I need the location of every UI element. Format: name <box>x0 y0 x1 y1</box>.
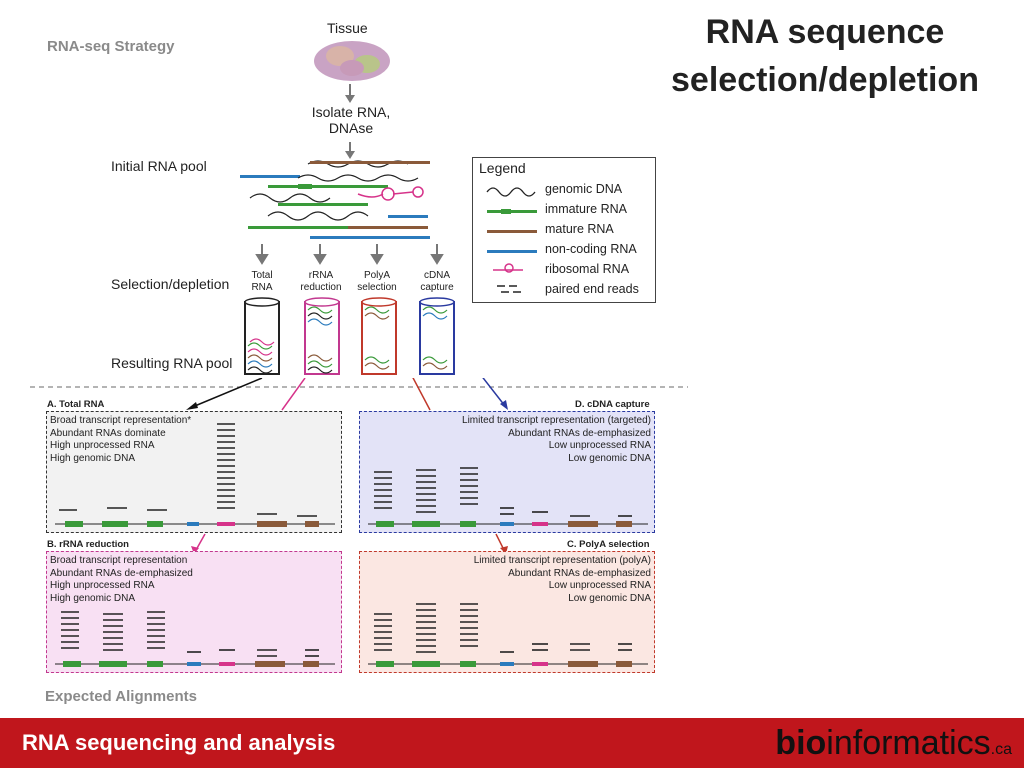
panel-b-heading: B. rRNA reduction <box>47 539 129 550</box>
legend-box: Legend genomic DNA immature RNA mature R… <box>472 157 656 303</box>
panel-line: Abundant RNAs dominate <box>50 427 166 439</box>
panel-c-polya-selection: Limited transcript representation (polyA… <box>359 551 655 673</box>
method-label-line2: capture <box>420 282 454 293</box>
method-polya-selection: PolyA selection <box>352 270 402 294</box>
panel-line: High genomic DNA <box>50 592 136 604</box>
connector-arrows <box>30 378 688 554</box>
footer-course-title: RNA sequencing and analysis <box>22 730 336 755</box>
method-label-line1: rRNA <box>308 270 334 281</box>
strategy-label: RNA-seq Strategy <box>47 38 175 55</box>
alignment-tracks <box>368 603 648 667</box>
panel-d-cdna-capture: Limited transcript representation (targe… <box>359 411 655 533</box>
panel-line: Low genomic DNA <box>568 452 651 464</box>
panel-b-text: Broad transcript representation Abundant… <box>50 555 193 605</box>
method-label-line2: reduction <box>300 282 342 293</box>
brand-tld: .ca <box>990 741 1012 758</box>
legend-title: Legend <box>479 160 526 176</box>
panel-line: Low genomic DNA <box>568 592 651 604</box>
footer-bar <box>0 718 1024 768</box>
initial-rna-pool-graphic <box>240 160 430 239</box>
legend-item: non-coding RNA <box>545 242 637 256</box>
isolate-label: Isolate RNA, DNAse <box>306 104 396 136</box>
panel-c-heading: C. PolyA selection <box>567 539 650 550</box>
panel-d-heading: D. cDNA capture <box>575 399 650 410</box>
method-label-line1: cDNA <box>423 270 451 281</box>
panel-line: Limited transcript representation (polyA… <box>473 555 651 566</box>
brand-logo: bioinformatics.ca <box>775 724 1012 763</box>
panel-line: Abundant RNAs de-emphasized <box>508 427 651 439</box>
alignment-tracks <box>55 423 335 527</box>
method-label-line2: RNA <box>251 282 273 293</box>
panel-line: Abundant RNAs de-emphasized <box>508 567 651 579</box>
legend-item: immature RNA <box>545 202 627 216</box>
selection-arrows <box>255 244 444 265</box>
legend-item: ribosomal RNA <box>545 262 630 276</box>
isolate-line-1: Isolate RNA, <box>311 104 391 120</box>
brand-informatics: informatics <box>826 724 991 762</box>
tubes-graphic <box>244 297 455 375</box>
legend-item: mature RNA <box>545 222 614 236</box>
panel-a-total-rna: Broad transcript representation* Abundan… <box>46 411 342 533</box>
title-line-1: RNA sequence <box>705 13 945 51</box>
panel-line: Limited transcript representation (targe… <box>462 415 651 426</box>
selection-depletion-label: Selection/depletion <box>111 276 230 292</box>
panel-line: High unprocessed RNA <box>50 440 155 451</box>
title-line-2: selection/depletion <box>671 61 979 99</box>
method-cdna-capture: cDNA capture <box>412 270 462 294</box>
panel-line: Low unprocessed RNA <box>548 580 651 591</box>
panel-c-text: Limited transcript representation (polyA… <box>474 555 651 605</box>
panel-a-text: Broad transcript representation* Abundan… <box>50 415 191 465</box>
panel-d-text: Limited transcript representation (targe… <box>462 415 651 465</box>
method-label-line2: selection <box>357 282 397 293</box>
resulting-pool-label: Resulting RNA pool <box>111 355 233 371</box>
panel-b-rrna-reduction: Broad transcript representation Abundant… <box>46 551 342 673</box>
tissue-icon <box>314 41 390 81</box>
panel-line: Broad transcript representation* <box>50 415 192 426</box>
legend-swatches <box>486 187 537 293</box>
slide-title: RNA sequence selection/depletion <box>650 8 1000 104</box>
arrow-down-icon <box>345 84 355 103</box>
method-total-rna: Total RNA <box>240 270 284 294</box>
initial-pool-label: Initial RNA pool <box>111 158 207 174</box>
arrow-down-icon <box>345 142 355 159</box>
method-rrna-reduction: rRNA reduction <box>294 270 348 294</box>
tissue-label: Tissue <box>327 20 368 36</box>
isolate-line-2: DNAse <box>328 120 374 136</box>
method-label-line1: PolyA <box>363 270 391 281</box>
panel-line: Abundant RNAs de-emphasized <box>50 567 193 579</box>
panel-line: Low unprocessed RNA <box>548 440 651 451</box>
panel-line: Broad transcript representation <box>50 555 188 566</box>
panel-a-heading: A. Total RNA <box>47 399 105 410</box>
method-label-line1: Total <box>251 270 273 281</box>
alignment-tracks <box>368 467 648 527</box>
legend-item: genomic DNA <box>545 182 623 196</box>
expected-alignments-label: Expected Alignments <box>45 688 197 705</box>
legend-item: paired end reads <box>545 282 639 296</box>
brand-bio: bio <box>775 724 827 762</box>
alignment-tracks <box>55 611 335 667</box>
panel-line: High genomic DNA <box>50 452 136 464</box>
panel-line: High unprocessed RNA <box>50 580 155 591</box>
